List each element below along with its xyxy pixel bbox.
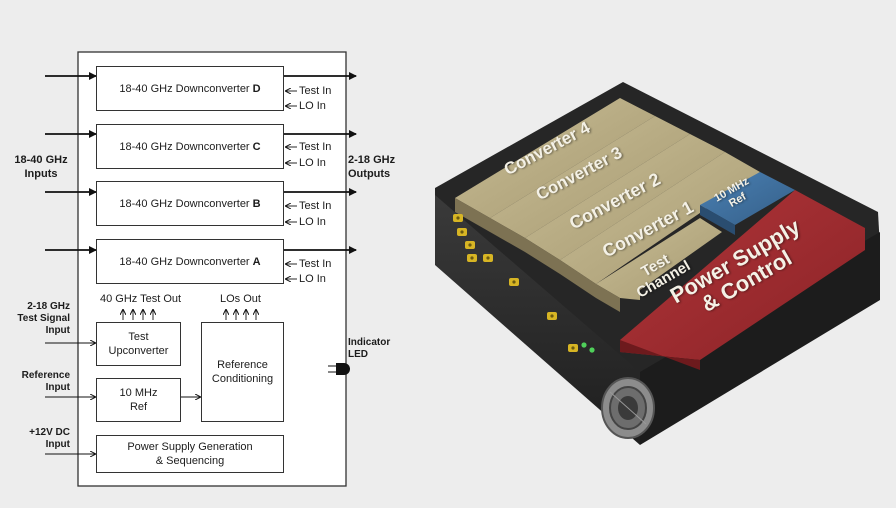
test-in-label-b: Test In bbox=[299, 200, 332, 212]
test-out-arrows bbox=[123, 310, 153, 320]
test-in-label-c: Test In bbox=[299, 141, 332, 153]
downconverter-b-letter: B bbox=[252, 197, 261, 210]
converter-1-module-edge bbox=[560, 260, 596, 298]
downconverter-c-label: 18-40 GHz Downconverter bbox=[119, 140, 250, 153]
converter-4-module-edge bbox=[455, 198, 490, 232]
dc-input-label: +12V DC Input bbox=[29, 427, 70, 450]
test-out-label: 40 GHz Test Out bbox=[100, 293, 182, 305]
sma-connector-3 bbox=[467, 254, 477, 262]
ref-10mhz-module-edge bbox=[700, 205, 735, 235]
power-supply-box: Power Supply Generation & Sequencing bbox=[96, 435, 284, 473]
sma-connector-7 bbox=[568, 344, 578, 352]
ref-10mhz-box: 10 MHz Ref bbox=[96, 378, 181, 422]
downconverter-a-letter: A bbox=[252, 255, 261, 268]
test-signal-label: 2-18 GHz Test Signal Input bbox=[17, 301, 70, 336]
converter-4-module bbox=[455, 98, 655, 218]
test-channel-module bbox=[596, 218, 722, 300]
sma-connectors bbox=[453, 214, 578, 352]
test-in-label-d: Test In bbox=[299, 85, 332, 97]
inputs-label: 18-40 GHz Inputs bbox=[14, 154, 68, 180]
converter-3-module bbox=[490, 116, 690, 238]
converter-1-module bbox=[560, 152, 760, 284]
status-led-green bbox=[581, 342, 587, 348]
downconverter-d-letter: D bbox=[252, 82, 261, 95]
downconverter-a: 18-40 GHz Downconverter A bbox=[96, 239, 284, 284]
downconverter-c-letter: C bbox=[252, 140, 261, 153]
lo-in-label-a: LO In bbox=[299, 273, 326, 285]
sma-connector-8 bbox=[453, 214, 463, 222]
test-upconverter-box: Test Upconverter bbox=[96, 322, 181, 366]
test-channel-module-edge bbox=[596, 284, 620, 312]
indicator-led-icon bbox=[328, 363, 350, 375]
reference-conditioning-box: Reference Conditioning bbox=[201, 322, 284, 422]
indicator-led-label: Indicator LED bbox=[348, 337, 391, 360]
los-out-label: LOs Out bbox=[220, 293, 261, 305]
downconverter-a-label: 18-40 GHz Downconverter bbox=[119, 255, 250, 268]
dc-power-connector-icon bbox=[601, 377, 655, 439]
sma-connector-1 bbox=[457, 228, 467, 236]
ref-10mhz-module bbox=[700, 172, 795, 225]
sma-connector-6 bbox=[547, 312, 557, 320]
sma-connector-4 bbox=[483, 254, 493, 262]
status-led-green-2 bbox=[589, 347, 595, 353]
los-out-arrows bbox=[226, 310, 256, 320]
power-supply-module-edge bbox=[620, 340, 700, 370]
downconverter-c: 18-40 GHz Downconverter C bbox=[96, 124, 284, 169]
converter-3-module-edge bbox=[490, 218, 525, 252]
lo-in-label-c: LO In bbox=[299, 157, 326, 169]
sma-connector-2 bbox=[465, 241, 475, 249]
downconverter-b-label: 18-40 GHz Downconverter bbox=[119, 197, 250, 210]
downconverter-d: 18-40 GHz Downconverter D bbox=[96, 66, 284, 111]
outputs-label: 2-18 GHz Outputs bbox=[348, 154, 396, 180]
downconverter-b: 18-40 GHz Downconverter B bbox=[96, 181, 284, 226]
test-in-label-a: Test In bbox=[299, 258, 332, 270]
lo-in-label-b: LO In bbox=[299, 216, 326, 228]
reference-input-label: Reference Input bbox=[21, 370, 70, 393]
downconverter-d-label: 18-40 GHz Downconverter bbox=[119, 82, 250, 95]
converter-2-module bbox=[525, 134, 725, 260]
lo-in-label-d: LO In bbox=[299, 100, 326, 112]
power-supply-module bbox=[620, 190, 865, 360]
converter-2-module-edge bbox=[525, 238, 560, 274]
sma-connector-5 bbox=[509, 278, 519, 286]
